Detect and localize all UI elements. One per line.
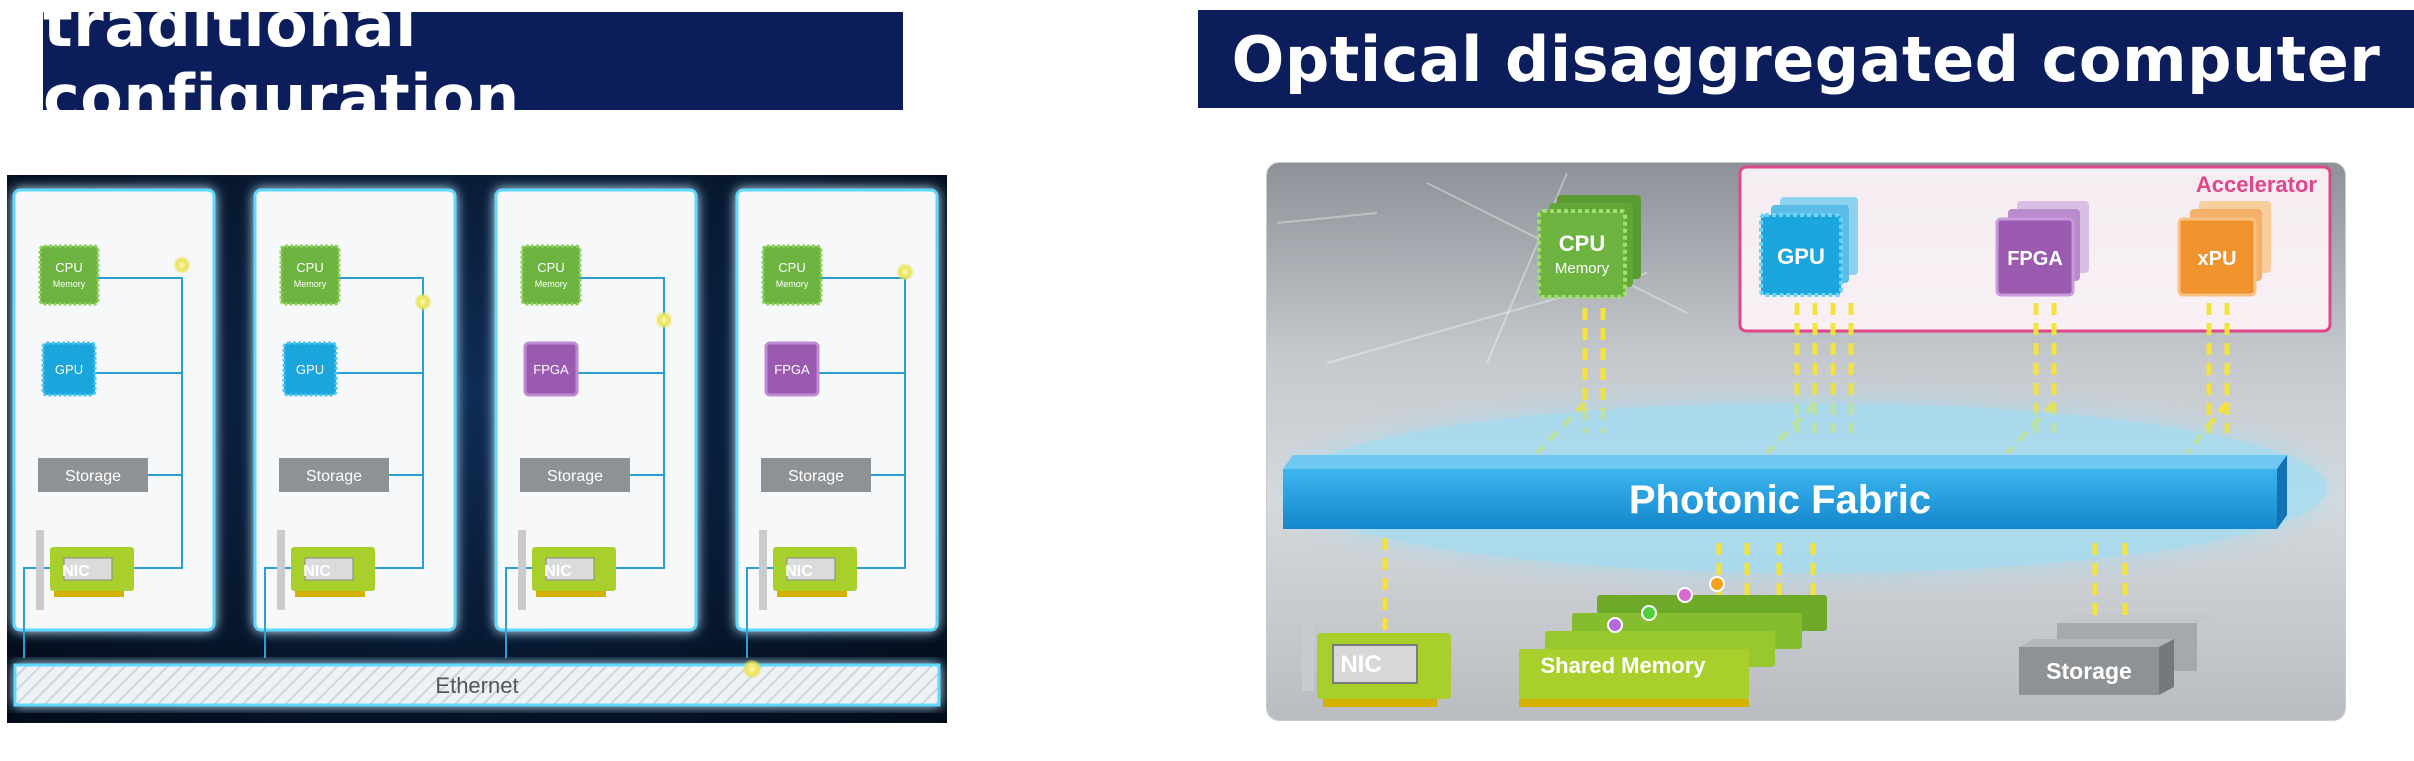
photonic-fabric: Photonic Fabric	[1283, 403, 2327, 573]
server-3: CPU Memory FPGA Storage NIC	[494, 188, 698, 658]
storage-stack: Storage	[2019, 615, 2212, 695]
svg-text:CPU: CPU	[296, 260, 323, 275]
ethernet-bus: Ethernet	[13, 659, 941, 707]
title-optical-disaggregated-computer: Optical disaggregated computer	[1198, 10, 2414, 108]
fpga-chip-stack: FPGA	[1995, 201, 2089, 297]
nic-card: NIC	[518, 530, 616, 610]
storage-box: Storage	[38, 458, 148, 492]
server-1: CPU Memory GPU Storage NIC	[12, 188, 216, 658]
connection-dot	[742, 659, 762, 679]
svg-text:GPU: GPU	[296, 362, 324, 377]
svg-text:Accelerator: Accelerator	[2196, 172, 2318, 197]
traditional-configuration-panel: CPU Memory GPU Storage NIC CPU Memo	[7, 175, 947, 723]
fpga-chip: FPGA	[764, 341, 820, 397]
svg-text:NIC: NIC	[785, 563, 813, 580]
traditional-configuration-diagram: CPU Memory GPU Storage NIC CPU Memo	[12, 188, 941, 707]
optical-disaggregated-diagram: Accelerator CPU Memory GPU FPGA xPU	[1276, 165, 2332, 707]
svg-text:CPU: CPU	[1559, 231, 1605, 256]
svg-text:Memory: Memory	[53, 279, 86, 289]
svg-text:Photonic Fabric: Photonic Fabric	[1629, 478, 1931, 522]
cpu-memory-chip-stack: CPU Memory	[1537, 195, 1641, 299]
svg-text:Storage: Storage	[2046, 658, 2132, 684]
cpu-memory-chip: CPU Memory	[761, 244, 823, 306]
gpu-chip: GPU	[282, 341, 338, 397]
storage-box: Storage	[761, 458, 871, 492]
svg-text:NIC: NIC	[303, 563, 331, 580]
svg-text:GPU: GPU	[1777, 244, 1825, 269]
nic-card: NIC	[759, 530, 857, 610]
svg-text:CPU: CPU	[778, 260, 805, 275]
svg-text:GPU: GPU	[55, 362, 83, 377]
svg-text:Storage: Storage	[547, 468, 603, 485]
xpu-chip-stack: xPU	[2177, 201, 2271, 297]
server-2: CPU Memory GPU Storage NIC	[253, 188, 457, 658]
server-4: CPU Memory FPGA Storage NIC	[735, 188, 939, 658]
connection-dot	[655, 311, 673, 329]
title-traditional-configuration: traditional configuration	[43, 0, 903, 134]
svg-text:xPU: xPU	[2198, 248, 2237, 270]
gpu-chip-stack: GPU	[1759, 197, 1858, 297]
svg-text:NIC: NIC	[1340, 651, 1381, 678]
svg-text:NIC: NIC	[544, 563, 572, 580]
nic-card: NIC	[36, 530, 134, 610]
svg-text:FPGA: FPGA	[2007, 248, 2063, 270]
svg-text:Storage: Storage	[788, 468, 844, 485]
svg-text:FPGA: FPGA	[533, 362, 569, 377]
svg-text:CPU: CPU	[537, 260, 564, 275]
nic-card: NIC	[277, 530, 375, 610]
cpu-memory-chip: CPU Memory	[279, 244, 341, 306]
svg-text:Storage: Storage	[306, 468, 362, 485]
connection-dot	[896, 263, 914, 281]
svg-text:Memory: Memory	[776, 279, 809, 289]
svg-text:Memory: Memory	[294, 279, 327, 289]
shared-memory-modules: Shared Memory	[1519, 576, 1827, 707]
connection-dot	[173, 256, 191, 274]
svg-text:NIC: NIC	[62, 563, 90, 580]
svg-text:CPU: CPU	[55, 260, 82, 275]
svg-text:FPGA: FPGA	[774, 362, 810, 377]
storage-box: Storage	[520, 458, 630, 492]
storage-box: Storage	[279, 458, 389, 492]
svg-text:Ethernet: Ethernet	[435, 673, 518, 698]
svg-text:Shared Memory: Shared Memory	[1540, 653, 1706, 678]
svg-text:Memory: Memory	[535, 279, 568, 289]
optical-disaggregated-panel: Accelerator CPU Memory GPU FPGA xPU	[1267, 163, 2345, 720]
nic-card: NIC	[1302, 593, 1451, 707]
connection-dot	[414, 293, 432, 311]
fpga-chip: FPGA	[523, 341, 579, 397]
svg-text:Storage: Storage	[65, 468, 121, 485]
gpu-chip: GPU	[41, 341, 97, 397]
svg-text:Memory: Memory	[1555, 260, 1610, 277]
cpu-memory-chip: CPU Memory	[38, 244, 100, 306]
cpu-memory-chip: CPU Memory	[520, 244, 582, 306]
